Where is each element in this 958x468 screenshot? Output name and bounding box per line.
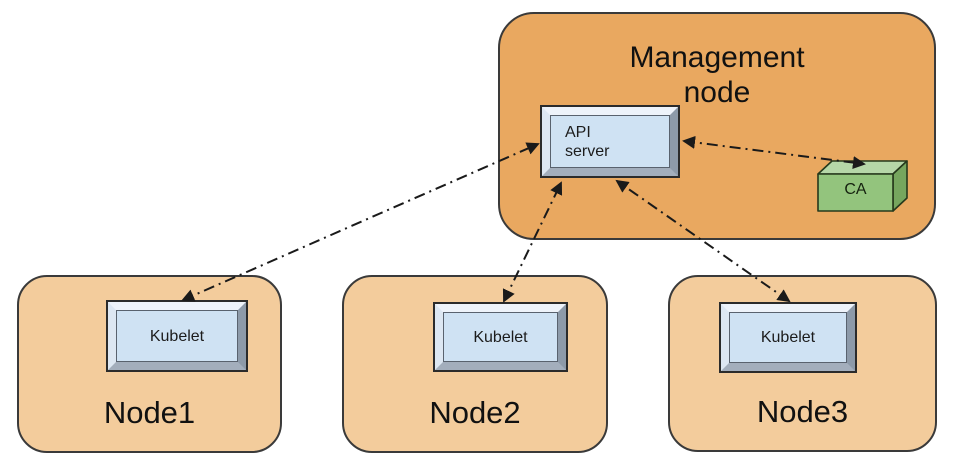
ca-label: CA bbox=[844, 181, 867, 198]
kubelet-box-node3: Kubelet bbox=[719, 302, 857, 373]
node3-label: Node3 bbox=[756, 394, 849, 429]
kubelet1-label: Kubelet bbox=[116, 310, 238, 362]
kubelet-box-node2: Kubelet bbox=[433, 302, 568, 372]
api-server-box: API server bbox=[540, 105, 680, 178]
node1-label: Node1 bbox=[103, 395, 196, 430]
api-server-bevel: API server bbox=[542, 107, 678, 176]
kubelet3-bevel: Kubelet bbox=[721, 304, 855, 371]
ca-front-face bbox=[817, 173, 894, 212]
ca-top-face bbox=[817, 160, 908, 175]
kubelet-box-node1: Kubelet bbox=[106, 300, 248, 372]
node2-label: Node2 bbox=[429, 395, 521, 430]
kubelet1-bevel: Kubelet bbox=[108, 302, 246, 370]
api-server-label: API server bbox=[550, 115, 670, 168]
kubelet2-label: Kubelet bbox=[443, 312, 558, 362]
management-node-label: Management node bbox=[629, 41, 805, 109]
kubelet3-label: Kubelet bbox=[729, 312, 847, 363]
kubelet2-bevel: Kubelet bbox=[435, 304, 566, 370]
